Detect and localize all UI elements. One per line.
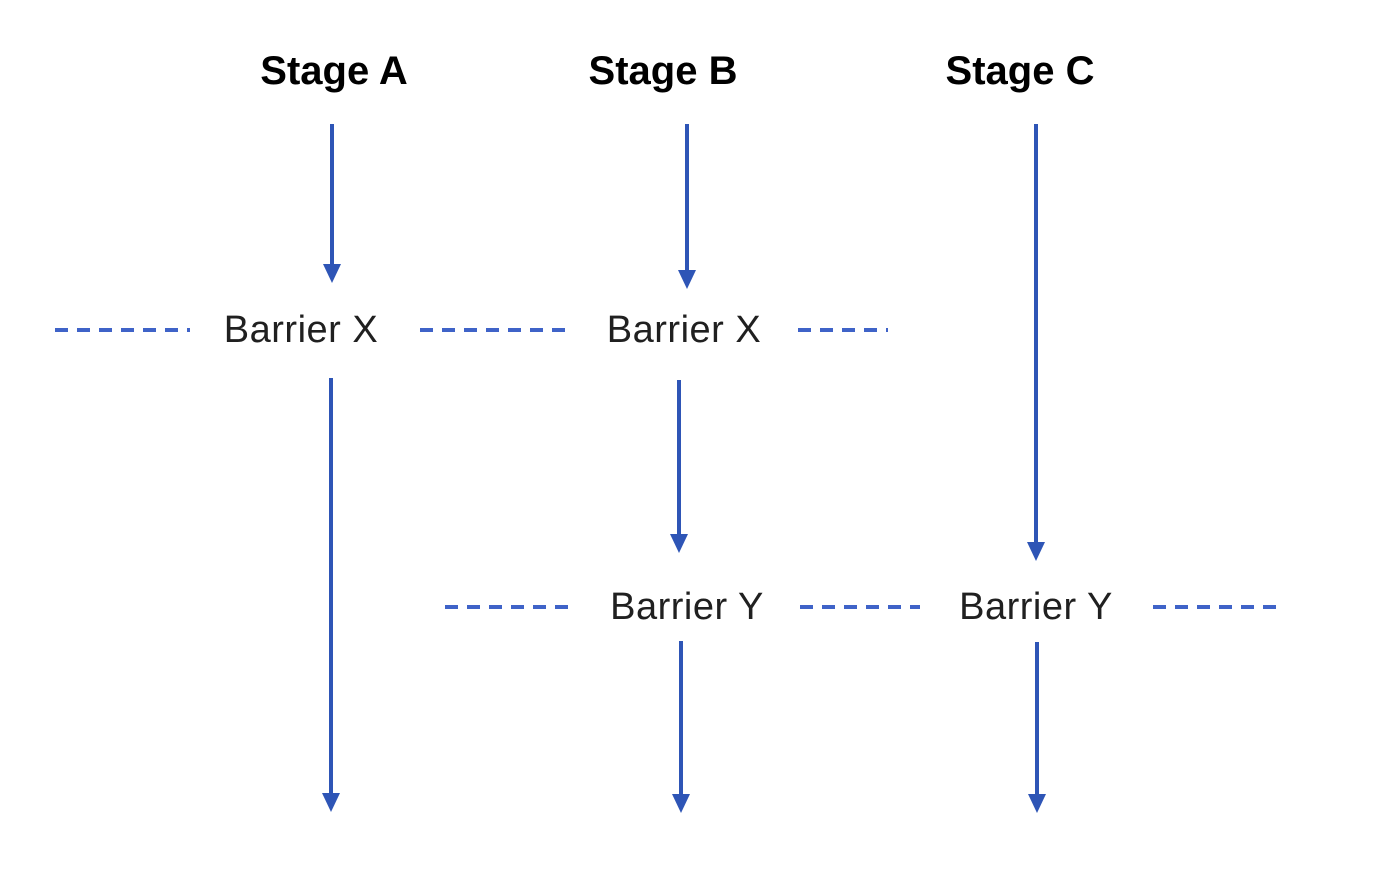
stage-a-arrow-bottom [322,378,340,812]
barrier-x-dash-left [55,328,190,332]
arrow-head-icon [678,270,696,289]
barrier-y-label-stage-b: Barrier Y [610,586,764,628]
barrier-y-label-stage-c: Barrier Y [959,586,1113,628]
stage-b-arrow-bottom [672,641,690,813]
arrow-shaft [1035,642,1039,800]
arrow-shaft [1034,124,1038,548]
arrow-shaft [679,641,683,800]
arrow-head-icon [672,794,690,813]
stage-c-arrow-top [1027,124,1045,561]
arrow-head-icon [670,534,688,553]
barrier-y-dash-left [445,605,568,609]
stage-a-arrow-top [323,124,341,283]
stage-c-heading: Stage C [945,49,1095,93]
barrier-x-label-stage-a: Barrier X [223,309,379,351]
barrier-y-dash-middle [800,605,920,609]
barrier-y-dash-right [1153,605,1280,609]
arrow-shaft [677,380,681,540]
barrier-x-dash-middle [420,328,565,332]
arrow-head-icon [1028,794,1046,813]
barrier-x-dash-right [798,328,888,332]
stage-a-heading: Stage A [260,49,408,93]
stage-b-arrow-top [678,124,696,289]
stage-b-arrow-middle [670,380,688,553]
arrow-shaft [330,124,334,270]
arrow-head-icon [322,793,340,812]
stage-c-arrow-bottom [1028,642,1046,813]
arrow-shaft [685,124,689,276]
arrow-shaft [329,378,333,799]
arrow-head-icon [1027,542,1045,561]
stage-b-heading: Stage B [588,49,738,93]
barrier-x-label-stage-b: Barrier X [606,309,762,351]
arrow-head-icon [323,264,341,283]
